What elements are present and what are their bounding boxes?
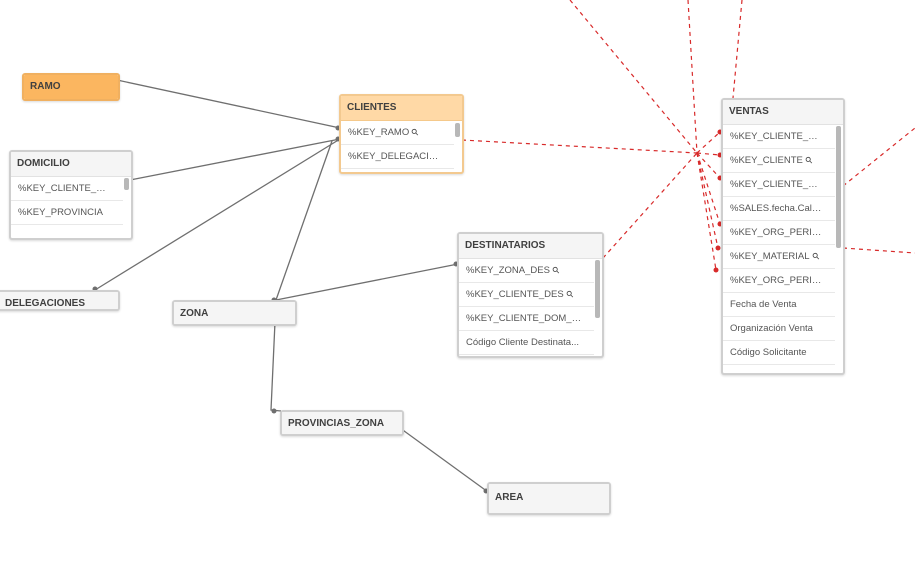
table-zona[interactable]: ZONA xyxy=(172,300,297,326)
link-zona-clientes xyxy=(275,140,333,301)
table-header: ZONA xyxy=(174,302,295,324)
field-row[interactable]: Código Solicitante xyxy=(723,341,835,365)
scrollbar[interactable] xyxy=(124,178,129,190)
synthetic-link xyxy=(687,0,698,154)
synthetic-link xyxy=(842,247,915,254)
field-name: Fecha de Venta xyxy=(730,299,797,310)
table-header: VENTAS xyxy=(723,100,843,125)
field-name: %KEY_ZONA_DES xyxy=(466,265,550,276)
field-row[interactable]: %KEY_CLIENTE_DO... xyxy=(11,177,123,201)
field-row[interactable]: %KEY_DELEGACION⚲ xyxy=(341,145,454,169)
table-provincias-zona[interactable]: PROVINCIAS_ZONA xyxy=(280,410,404,436)
table-destinatarios[interactable]: DESTINATARIOS %KEY_ZONA_DES⚲ %KEY_CLIENT… xyxy=(457,232,604,358)
synthetic-link xyxy=(842,127,915,187)
link-delegaciones-clientes xyxy=(94,138,341,291)
table-header: CLIENTES xyxy=(341,96,462,121)
synthetic-link xyxy=(569,0,698,154)
link-provincias-area xyxy=(399,427,489,493)
field-row[interactable]: %KEY_CLIENTE⚲ xyxy=(723,149,835,173)
scrollbar[interactable] xyxy=(595,260,600,318)
field-row[interactable]: %KEY_CLIENTE_DOM_D... xyxy=(459,307,594,331)
table-header: DELEGACIONES xyxy=(0,292,118,309)
table-ramo[interactable]: RAMO xyxy=(22,73,120,101)
field-name: %KEY_CLIENTE_DES xyxy=(730,131,828,142)
field-name: Código Cliente Destinata... xyxy=(466,337,580,348)
link-zona-destinatarios xyxy=(275,263,459,301)
field-name: %KEY_CLIENTE_DOM_D... xyxy=(466,313,587,324)
synthetic-link xyxy=(461,139,698,154)
scrollbar[interactable] xyxy=(836,126,841,248)
synthetic-dot xyxy=(715,245,721,251)
scrollbar[interactable] xyxy=(455,123,460,137)
field-name: %KEY_DELEGACION xyxy=(348,151,444,162)
field-row[interactable]: %KEY_CLIENTE_DES⚲ xyxy=(723,125,835,149)
synthetic-dot xyxy=(713,267,719,273)
field-name: %KEY_MATERIAL xyxy=(730,251,810,262)
field-row[interactable]: %KEY_ORG_PERIOD... xyxy=(723,269,835,293)
field-name: %KEY_CLIENTE xyxy=(730,155,803,166)
table-header: DESTINATARIOS xyxy=(459,234,602,259)
table-header: RAMO xyxy=(24,75,118,99)
synthetic-link xyxy=(696,152,719,249)
field-row[interactable]: %KEY_MATERIAL⚲ xyxy=(723,245,835,269)
link-dot xyxy=(271,408,277,414)
field-name: Organización Venta xyxy=(730,323,813,334)
field-name: %KEY_CLIENTE_MA... xyxy=(730,179,831,190)
table-delegaciones[interactable]: DELEGACIONES xyxy=(0,290,120,311)
table-area[interactable]: AREA xyxy=(487,482,611,515)
field-row[interactable]: %KEY_ZONA_DES⚲ xyxy=(459,259,594,283)
field-row[interactable]: %KEY_RAMO⚲ xyxy=(341,121,454,145)
synthetic-link xyxy=(602,152,698,259)
field-name: %KEY_ORG_PERIOD... xyxy=(730,227,835,238)
table-header: PROVINCIAS_ZONA xyxy=(282,412,402,434)
synthetic-link xyxy=(696,152,717,271)
link-domicilio-clientes xyxy=(129,138,341,181)
table-header: DOMICILIO xyxy=(11,152,131,177)
field-row[interactable]: Fecha de Venta xyxy=(723,293,835,317)
synthetic-link xyxy=(696,152,721,156)
synthetic-link xyxy=(696,152,721,179)
field-row[interactable]: Organización Venta xyxy=(723,317,835,341)
table-header: AREA xyxy=(489,484,609,513)
field-name: %KEY_ORG_PERIOD... xyxy=(730,275,835,286)
table-domicilio[interactable]: DOMICILIO %KEY_CLIENTE_DO... %KEY_PROVIN… xyxy=(9,150,133,240)
synthetic-link xyxy=(696,131,721,154)
table-ventas[interactable]: VENTAS %KEY_CLIENTE_DES⚲ %KEY_CLIENTE⚲ %… xyxy=(721,98,845,375)
field-row[interactable]: Código Cliente Destinata... xyxy=(459,331,594,355)
field-name: %KEY_RAMO xyxy=(348,127,410,138)
link-zona-provincias xyxy=(270,299,282,412)
field-name: %SALES.fecha.Calen... xyxy=(730,203,831,214)
table-clientes[interactable]: CLIENTES %KEY_RAMO⚲ %KEY_DELEGACION⚲ xyxy=(339,94,464,174)
field-row[interactable]: %KEY_ORG_PERIOD... xyxy=(723,221,835,245)
field-name: %KEY_PROVINCIA xyxy=(18,207,103,218)
field-row[interactable]: %KEY_CLIENTE_MA... xyxy=(723,173,835,197)
field-row[interactable]: %SALES.fecha.Calen... xyxy=(723,197,835,221)
field-row[interactable]: %KEY_CLIENTE_DES⚲ xyxy=(459,283,594,307)
link-ramo-clientes xyxy=(116,79,341,129)
field-name: %KEY_CLIENTE_DES xyxy=(466,289,564,300)
synthetic-link xyxy=(732,0,743,99)
synthetic-link xyxy=(696,152,721,225)
field-name: Código Solicitante xyxy=(730,347,807,358)
field-name: %KEY_CLIENTE_DO... xyxy=(18,183,119,194)
field-row[interactable]: %KEY_PROVINCIA xyxy=(11,201,123,225)
